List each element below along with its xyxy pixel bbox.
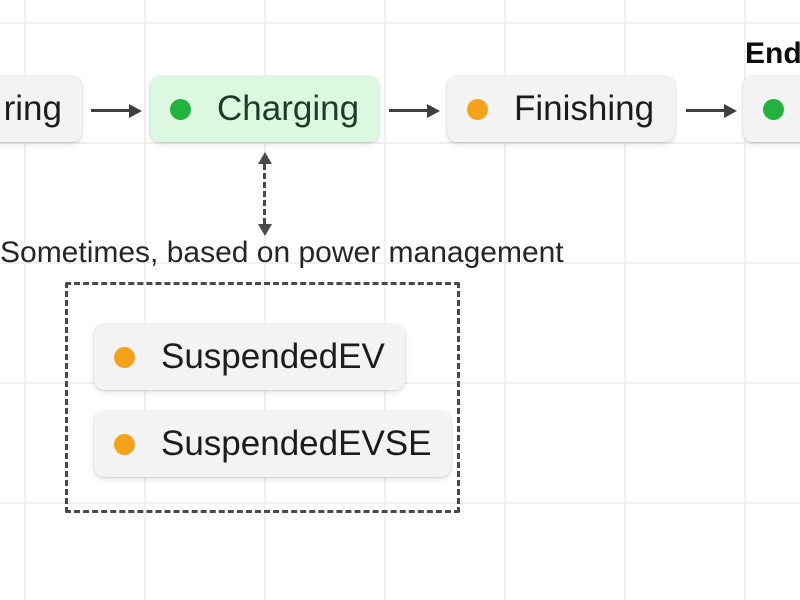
dashed-double-arrow-icon bbox=[257, 152, 272, 236]
state-node-preparing-partial: ring bbox=[0, 76, 82, 142]
arrow-head-down-icon bbox=[257, 224, 272, 236]
state-node-end-partial bbox=[743, 76, 800, 142]
arrow-finishing-to-end-icon bbox=[686, 103, 737, 118]
arrow-preparing-to-charging-icon bbox=[91, 103, 142, 118]
state-node-label: SuspendedEVSE bbox=[161, 424, 432, 463]
arrow-shaft bbox=[686, 109, 724, 112]
green-state-dot-icon bbox=[170, 98, 191, 120]
green-state-dot-icon bbox=[763, 98, 784, 120]
state-node-label: ring bbox=[3, 89, 62, 128]
orange-state-dot-icon bbox=[114, 433, 135, 455]
arrow-head-icon bbox=[129, 103, 142, 118]
arrow-head-icon bbox=[724, 103, 737, 118]
dashed-arrow-shaft bbox=[263, 164, 266, 224]
arrow-head-icon bbox=[427, 103, 440, 118]
arrow-shaft bbox=[91, 109, 129, 112]
arrow-head-up-icon bbox=[257, 152, 272, 164]
arrow-shaft bbox=[389, 109, 427, 112]
orange-state-dot-icon bbox=[114, 346, 135, 368]
state-node-suspended-ev: SuspendedEV bbox=[94, 324, 405, 390]
state-node-suspended-evse: SuspendedEVSE bbox=[94, 411, 452, 477]
state-node-finishing: Finishing bbox=[447, 76, 675, 142]
state-node-charging: Charging bbox=[150, 76, 380, 142]
end-label: End bbox=[745, 37, 800, 70]
suspended-states-group: SuspendedEV SuspendedEVSE bbox=[65, 282, 460, 513]
orange-state-dot-icon bbox=[467, 98, 488, 120]
annotation-text: Sometimes, based on power management bbox=[0, 236, 564, 269]
arrow-charging-to-finishing-icon bbox=[389, 103, 440, 118]
state-node-label: SuspendedEV bbox=[161, 337, 385, 376]
state-node-label: Charging bbox=[217, 89, 360, 128]
state-node-label: Finishing bbox=[514, 89, 655, 128]
